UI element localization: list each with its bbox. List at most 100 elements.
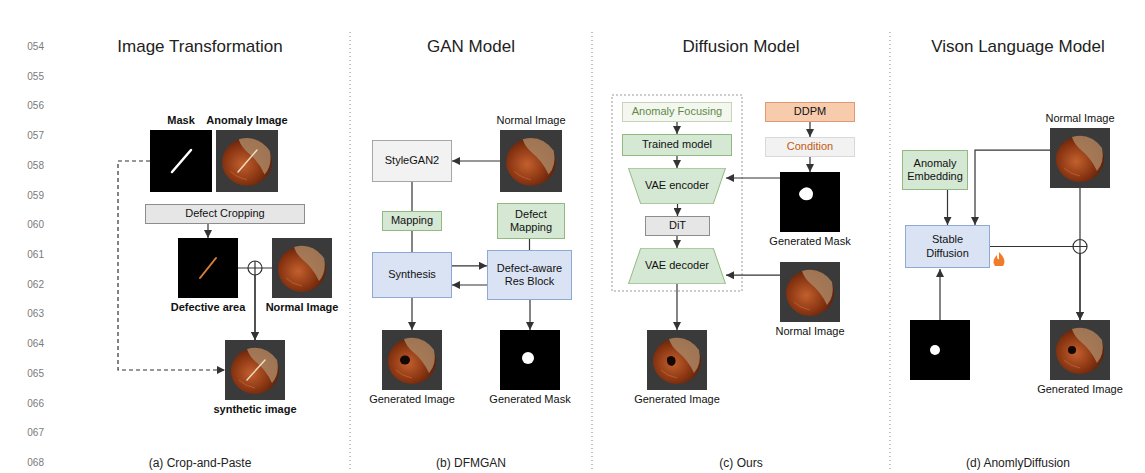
line-number: 056 xyxy=(27,100,44,112)
box-label: Defect Cropping xyxy=(185,207,265,220)
line-number: 064 xyxy=(27,338,44,350)
mask-arrow xyxy=(939,269,940,320)
mask-blob xyxy=(799,187,813,200)
connector xyxy=(411,298,412,330)
mask-image xyxy=(500,330,560,390)
process-box: DiT xyxy=(645,216,710,236)
image-caption: Generated Mask xyxy=(489,393,570,406)
box-label: VAE encoder xyxy=(645,179,709,192)
image-caption: Generated Image xyxy=(369,393,455,406)
mask-defect xyxy=(172,150,191,172)
process-box: Stable Diffusion xyxy=(905,225,990,268)
box-label: DiT xyxy=(669,219,686,232)
connector xyxy=(975,150,1050,225)
hole-defect xyxy=(667,356,676,366)
panel-caption: (d) AnomlyDiffusion xyxy=(966,456,1070,470)
panel-caption: (c) Ours xyxy=(719,456,762,470)
connector xyxy=(411,231,412,252)
connector xyxy=(990,247,1080,321)
line-number: 059 xyxy=(27,190,44,202)
image-panel: synthetic image xyxy=(225,340,285,400)
mask-image xyxy=(780,172,840,232)
guide-none xyxy=(118,161,225,370)
cropped-defect xyxy=(200,258,216,278)
image-panel: Normal Image xyxy=(500,130,562,192)
hazelnut-image xyxy=(500,130,562,192)
trapezoid-outline xyxy=(628,248,725,284)
image-panel: Generated Mask xyxy=(780,172,840,232)
connector xyxy=(411,182,412,211)
process-box: Trained model xyxy=(622,134,732,156)
connector xyxy=(118,161,225,370)
image-panel: Normal Image xyxy=(1050,128,1110,188)
connector xyxy=(452,160,500,161)
panel-divider xyxy=(889,32,890,472)
line-number: 060 xyxy=(27,219,44,231)
image-panel: Normal Image xyxy=(780,262,840,322)
image-caption: Normal Image xyxy=(775,325,844,338)
connector xyxy=(452,284,487,285)
process-box: Condition xyxy=(765,137,855,157)
vae-trapezoid: VAE encoder xyxy=(628,168,726,204)
process-box: DDPM xyxy=(765,102,855,122)
connector xyxy=(809,157,810,172)
image-panel: Generated Image xyxy=(382,330,442,390)
line-number: 061 xyxy=(27,249,44,261)
box-label: Defect Mapping xyxy=(502,208,560,234)
add-symbol xyxy=(248,261,262,275)
panel-caption: (a) Crop-and-Paste xyxy=(149,456,252,470)
process-box: Defect Mapping xyxy=(497,203,565,239)
mask-blob xyxy=(522,352,534,364)
panel-title: Image Transformation xyxy=(117,37,282,57)
panel-title: GAN Model xyxy=(427,37,515,57)
image-panel: Generated Mask xyxy=(500,330,560,390)
image-caption: Generated Mask xyxy=(769,235,850,248)
process-box: Anomaly Embedding xyxy=(902,150,968,190)
connector xyxy=(726,275,780,276)
process-box: Synthesis xyxy=(372,252,452,298)
process-box: Defect-aware Res Block xyxy=(487,250,572,300)
image-panel: Generated Image xyxy=(1050,320,1110,380)
connector xyxy=(947,190,948,225)
line-number: 054 xyxy=(27,41,44,53)
mask-image xyxy=(150,130,212,192)
panel-divider xyxy=(591,32,592,472)
connector xyxy=(676,156,677,168)
panel-title: Diffusion Model xyxy=(683,37,800,57)
box-label: Synthesis xyxy=(388,268,436,281)
add-symbol-cross xyxy=(248,261,262,275)
box-label: Condition xyxy=(787,140,833,153)
image-caption: Normal Image xyxy=(266,301,339,314)
line-number: 058 xyxy=(27,160,44,172)
image-caption: Generated Image xyxy=(1037,383,1123,396)
connector xyxy=(529,239,530,250)
image-panel: Anomaly Image xyxy=(216,130,278,192)
hazelnut-image xyxy=(1050,320,1110,380)
box-label: Mapping xyxy=(391,214,433,227)
box-label: Anomaly Focusing xyxy=(632,105,723,118)
hazelnut-image xyxy=(216,130,278,192)
line-number: 066 xyxy=(27,398,44,410)
hazelnut-image xyxy=(647,330,707,390)
process-box: Mapping xyxy=(382,211,442,231)
trapezoid-outline xyxy=(628,168,725,204)
add-symbol-cross xyxy=(1073,240,1087,254)
connector xyxy=(676,122,677,134)
image-panel: Generated Image xyxy=(647,330,707,390)
vae-trapezoid: VAE decoder xyxy=(628,248,726,284)
hazelnut-image xyxy=(780,262,840,322)
hazelnut-image xyxy=(225,340,285,400)
image-panel: Normal Image xyxy=(272,238,332,298)
box-label: Stable Diffusion xyxy=(910,233,985,259)
image-caption: Defective area xyxy=(171,301,246,314)
image-panel: Mask xyxy=(150,130,212,192)
image-caption: Anomaly Image xyxy=(206,114,287,127)
finetune-flame xyxy=(994,252,1005,266)
connector xyxy=(676,236,677,248)
hazelnut-image xyxy=(272,238,332,298)
box-label: Defect-aware Res Block xyxy=(492,262,567,288)
image-caption: synthetic image xyxy=(213,403,296,416)
box-label: VAE decoder xyxy=(645,259,709,272)
